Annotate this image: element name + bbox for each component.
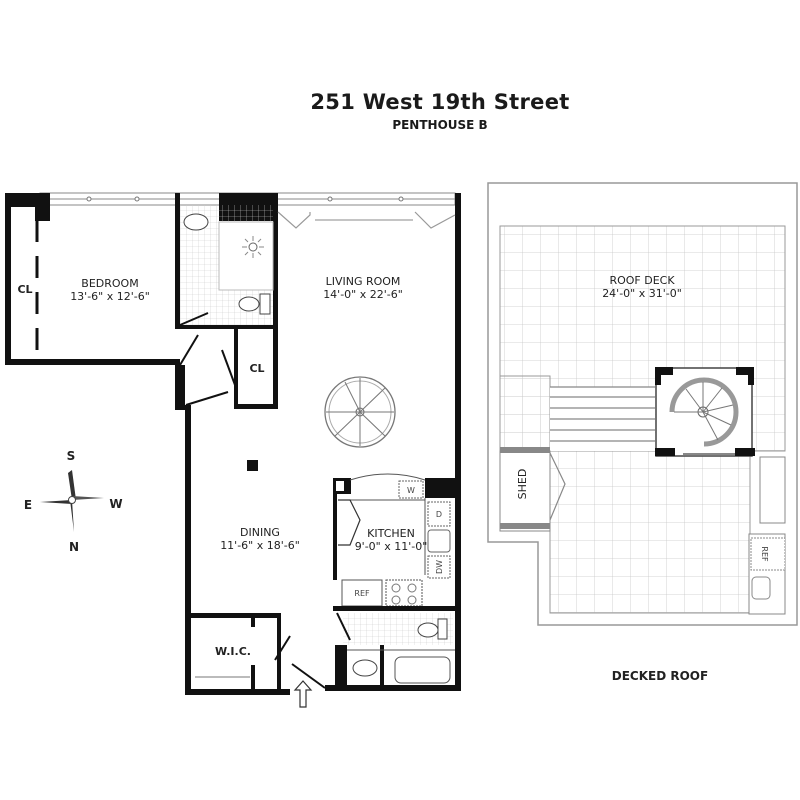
bedroom-closet-label: CL — [17, 283, 32, 296]
compass-south: S — [67, 449, 76, 463]
bedroom-label: BEDROOM — [81, 277, 138, 290]
address-title: 251 West 19th Street — [310, 90, 570, 114]
compass-west: W — [109, 497, 122, 511]
living-room-dims: 14'-0" x 22'-6" — [323, 288, 403, 301]
washer-label: W — [407, 486, 415, 495]
bedroom-dims: 13'-6" x 12'-6" — [70, 290, 150, 303]
dryer-label: D — [436, 510, 442, 519]
shed-label: SHED — [516, 469, 529, 500]
walk-in-closet-label: W.I.C. — [215, 645, 251, 658]
refrigerator-label: REF — [354, 589, 370, 598]
roof-deck-label: ROOF DECK — [609, 274, 675, 287]
entry-arrow-icon — [293, 680, 313, 708]
roof-spiral-staircase — [669, 377, 739, 455]
compass-rose-icon: S E W N — [24, 449, 123, 554]
dishwasher-label: DW — [435, 560, 444, 574]
apartment-plan: CL BEDROOM 13'-6" x 12'-6" LIVING ROOM 1… — [5, 192, 461, 708]
dining-dims: 11'-6" x 18'-6" — [220, 539, 300, 552]
kitchen-dims: 9'-0" x 11'-0" — [355, 540, 428, 553]
dining-label: DINING — [240, 526, 280, 539]
decked-roof-caption: DECKED ROOF — [612, 669, 708, 683]
roof-plan: ROOF DECK 24'-0" x 31'-0" SHED REF — [487, 182, 798, 626]
compass-east: E — [24, 498, 32, 512]
roof-deck-dims: 24'-0" x 31'-0" — [602, 287, 682, 300]
living-room-label: LIVING ROOM — [326, 275, 401, 288]
compass-north: N — [69, 540, 79, 554]
roof-refrigerator-label: REF — [760, 546, 769, 562]
hall-closet-label: CL — [249, 362, 264, 375]
unit-subtitle: PENTHOUSE B — [392, 118, 488, 132]
kitchen-label: KITCHEN — [367, 527, 415, 540]
shower-icon — [242, 236, 264, 258]
spiral-staircase — [324, 376, 396, 448]
